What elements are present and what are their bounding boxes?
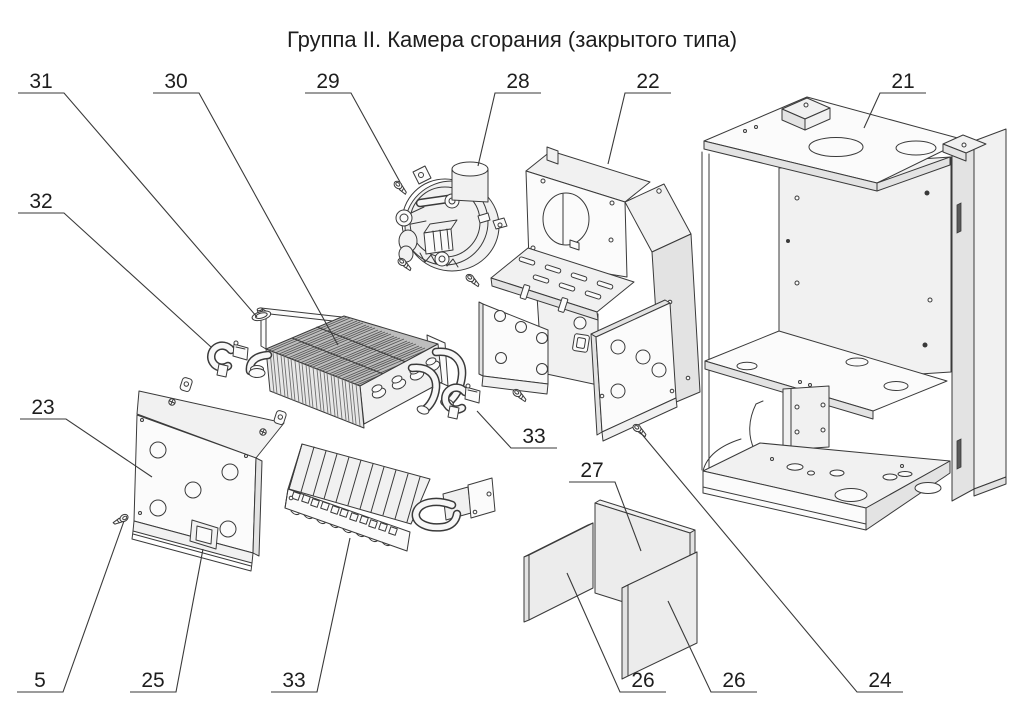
callout-label: 32 (29, 190, 52, 213)
callout-label: 21 (891, 70, 914, 93)
callout-5: 5 (17, 520, 125, 693)
sight-glass-frame (572, 333, 590, 353)
part-5-screw (112, 513, 129, 525)
callout-label: 27 (580, 459, 603, 482)
part-26-right-insulation (621, 551, 698, 680)
right-column (951, 128, 1007, 502)
callout-27: 27 (569, 459, 642, 552)
part-33-clamp (441, 383, 481, 420)
flange-ear (273, 410, 287, 425)
phillips-screw (259, 428, 267, 436)
phillips-screw (168, 398, 176, 406)
part-33-burner (284, 443, 496, 552)
fan-coil (423, 228, 454, 255)
callout-26-right: 26 (667, 600, 757, 693)
part-22-chamber-assembly (478, 146, 701, 442)
callout-label: 28 (506, 70, 529, 93)
callout-label: 31 (29, 70, 52, 93)
callout-25: 25 (130, 548, 204, 693)
left-rail (701, 151, 710, 471)
part-24-screw (632, 423, 647, 438)
callout-24: 24 (639, 431, 903, 693)
callout-32: 32 (18, 190, 212, 348)
diagram-title: Группа II. Камера сгорания (закрытого ти… (287, 27, 737, 52)
callout-label: 33 (522, 425, 545, 448)
chamber-left-side-panel (478, 301, 549, 395)
callout-22: 22 (607, 70, 671, 165)
screw-icon (393, 180, 407, 195)
callout-23: 23 (20, 396, 153, 478)
insulation-panels (523, 499, 698, 680)
part-23-mounting-plate (131, 377, 287, 572)
callout-21: 21 (863, 70, 926, 129)
callout-28: 28 (477, 70, 541, 167)
callout-30: 30 (153, 70, 339, 346)
callout-label: 30 (164, 70, 187, 93)
part-30-heat-exchanger (245, 307, 467, 429)
callout-label: 29 (316, 70, 339, 93)
flue-hole-small (895, 140, 937, 156)
part-29-screws (393, 180, 480, 288)
flange-ear (179, 377, 193, 392)
plate-holes (149, 441, 239, 538)
flue-hole-large (808, 137, 864, 157)
callout-29: 29 (305, 70, 401, 183)
back-panel-holes (786, 190, 933, 348)
callout-26-left: 26 (566, 572, 666, 693)
part-28-fan (395, 161, 508, 272)
bottom-tray (702, 438, 951, 531)
chamber-slotted-shelf (490, 247, 635, 321)
fan-opening (542, 192, 590, 246)
callout-label: 26 (631, 669, 654, 692)
part-32-clamp (207, 340, 249, 378)
chamber-front-face (525, 170, 628, 278)
callout-label: 33 (282, 669, 305, 692)
callout-label: 23 (31, 396, 54, 419)
callout-label: 22 (636, 70, 659, 93)
top-shelf (703, 96, 987, 192)
part-31-plug (251, 307, 272, 322)
burner-manifold (411, 477, 496, 532)
callouts: 31 30 29 28 22 21 32 23 (17, 70, 926, 693)
callout-label: 25 (141, 669, 164, 692)
callout-label: 5 (34, 669, 46, 692)
screw-icon (397, 257, 412, 272)
screw-icon (465, 273, 480, 288)
burner-ports (291, 491, 398, 536)
screw-icon (512, 388, 527, 403)
part-25-sight-window (189, 519, 219, 550)
callout-label: 24 (868, 669, 892, 692)
part-21-frame (701, 96, 1007, 531)
callout-label: 26 (722, 669, 745, 692)
callout-33-clamp: 33 (476, 410, 557, 449)
wall-bracket (749, 385, 830, 451)
callout-31: 31 (18, 70, 258, 318)
callout-33-burner: 33 (271, 537, 351, 693)
chamber-right-side-panel (590, 299, 678, 442)
